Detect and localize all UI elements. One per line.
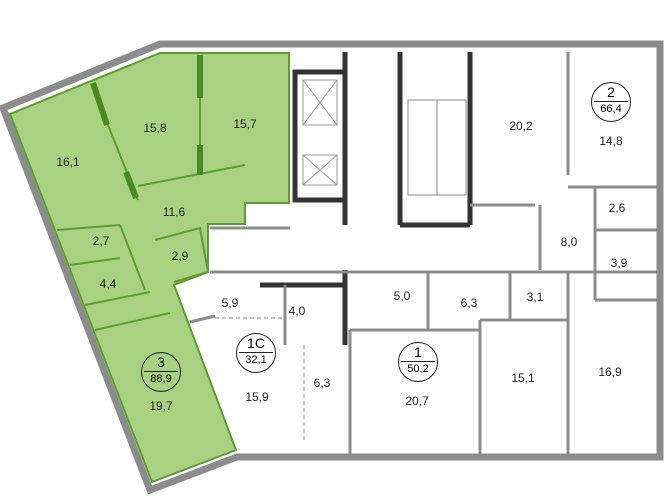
room-area: 8,0 — [560, 235, 578, 249]
apartment-area: 32,1 — [245, 354, 267, 366]
room-area: 4,0 — [288, 304, 306, 318]
apartment-number: 2 — [607, 84, 615, 100]
apartment-badge-1c[interactable]: 1С 32,1 — [236, 333, 276, 373]
room-area: 15,7 — [233, 117, 257, 131]
apartment-area: 88,9 — [150, 373, 172, 385]
room-area: 6,3 — [313, 376, 331, 390]
room-area: 20,2 — [509, 119, 533, 133]
apartment-number: 3 — [157, 354, 165, 370]
core-walls — [260, 52, 473, 345]
room-area: 2,7 — [92, 234, 110, 248]
room-area: 2,6 — [608, 201, 626, 215]
apartment-number: 1С — [247, 335, 265, 351]
room-area: 15,1 — [511, 371, 535, 385]
room-area: 5,0 — [393, 289, 411, 303]
room-area: 14,8 — [599, 134, 623, 148]
apartment-badge-3[interactable]: 3 88,9 — [141, 352, 181, 392]
staircase — [407, 99, 467, 196]
apartment-badge-2[interactable]: 2 66,4 — [591, 82, 631, 122]
room-area: 4,4 — [99, 277, 117, 291]
room-area: 16,1 — [56, 155, 80, 169]
room-area: 16,9 — [598, 365, 622, 379]
room-area: 3,9 — [610, 256, 628, 270]
room-area: 2,9 — [171, 249, 189, 263]
lift-shafts — [302, 79, 338, 186]
apartment-area: 66,4 — [600, 103, 622, 115]
room-area: 19,7 — [149, 399, 173, 413]
apartment-3-area[interactable] — [8, 52, 290, 484]
interior-walls — [189, 52, 660, 457]
room-area: 11,6 — [162, 205, 186, 219]
room-area: 6,3 — [460, 296, 478, 310]
apartment-3-partitions — [90, 55, 203, 200]
room-area: 15,9 — [245, 390, 269, 404]
room-area: 20,7 — [405, 394, 429, 408]
room-area: 5,9 — [221, 296, 239, 310]
apartment-number: 1 — [414, 344, 422, 360]
room-area: 3,1 — [526, 290, 544, 304]
apartment-area: 50,2 — [407, 363, 429, 375]
room-area: 15,8 — [143, 121, 167, 135]
apartment-badge-1[interactable]: 1 50,2 — [398, 342, 438, 382]
